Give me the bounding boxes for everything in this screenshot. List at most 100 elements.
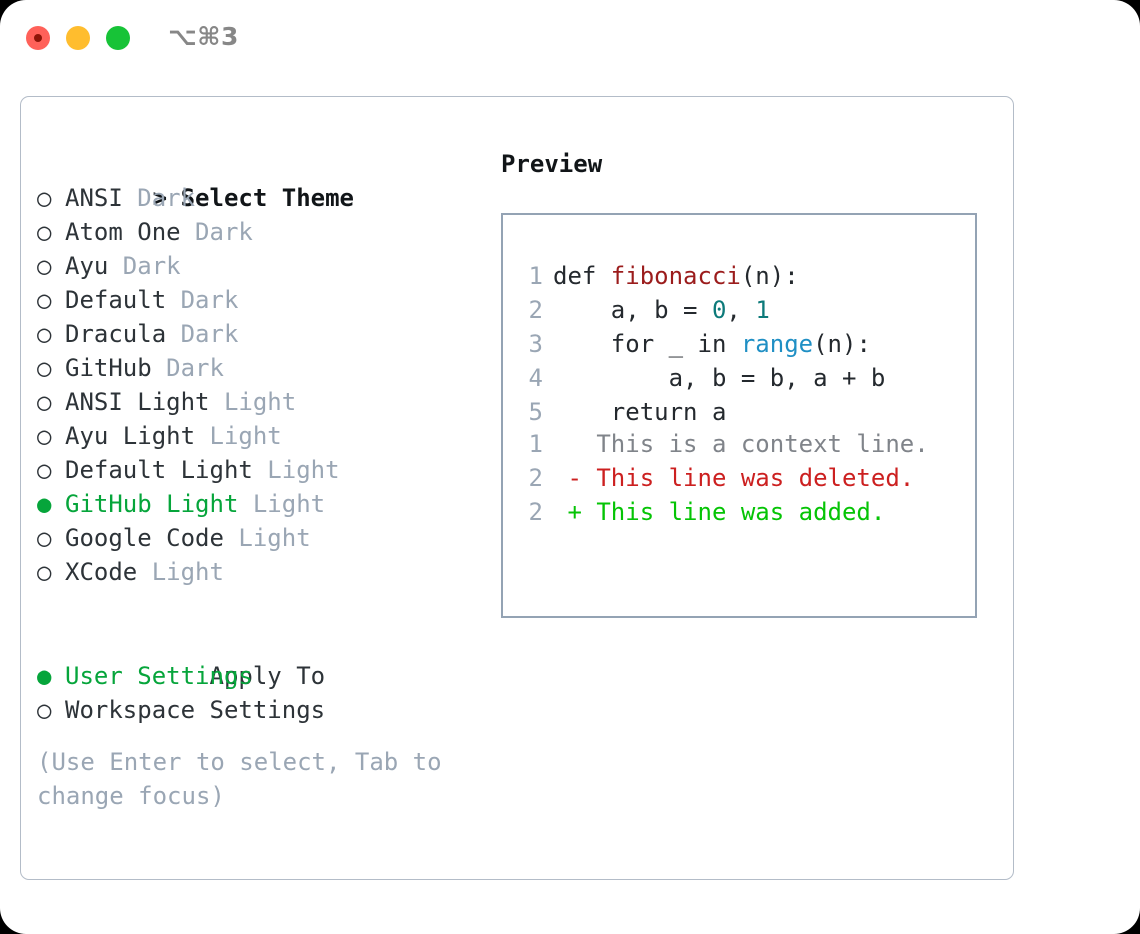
radio-unselected-icon: ○: [37, 252, 52, 280]
preview-heading: Preview: [501, 150, 603, 178]
theme-option-category: Light: [238, 490, 326, 518]
diff-line-text: - This line was deleted.: [553, 464, 915, 492]
code-line-number: 5: [528, 398, 543, 426]
theme-option-name: Default: [65, 286, 167, 314]
theme-option-category: Dark: [151, 354, 224, 382]
apply-to-heading-label: Apply To: [209, 662, 326, 690]
theme-option-dracula[interactable]: ○ Dracula Dark: [37, 317, 477, 351]
apply-to-option-name: Workspace Settings: [65, 696, 326, 724]
code-token-fn: fibonacci: [610, 262, 741, 290]
code-token-num: 1: [755, 296, 770, 324]
theme-option-name: ANSI: [65, 184, 123, 212]
theme-option-ayu-light[interactable]: ○ Ayu Light Light: [37, 419, 477, 453]
code-line: 5 return a: [521, 395, 965, 429]
radio-unselected-icon: ○: [37, 320, 52, 348]
theme-option-category: Dark: [108, 252, 181, 280]
radio-selected-icon: ●: [37, 662, 52, 690]
diff-line-number: 1: [528, 430, 543, 458]
apply-to-option-name: User Settings: [65, 662, 253, 690]
code-line-number: 1: [528, 262, 543, 290]
theme-option-category: Dark: [166, 286, 239, 314]
radio-unselected-icon: ○: [37, 696, 52, 724]
diff-line-added: 2 + This line was added.: [521, 495, 965, 529]
diff-line-context: 1 This is a context line.: [521, 427, 965, 461]
radio-unselected-icon: ○: [37, 286, 52, 314]
code-line: 1 def fibonacci(n):: [521, 259, 965, 293]
theme-option-list[interactable]: ○ ANSI Dark ○ Atom One Dark ○ Ayu Dark ○ Defaul…: [37, 181, 477, 589]
apply-to-option-list[interactable]: ● User Settings ○ Workspace Settings: [37, 659, 477, 727]
theme-option-name: Ayu Light: [65, 422, 196, 450]
radio-unselected-icon: ○: [37, 456, 52, 484]
theme-list-column: >Select Theme ○ANSI Dark○Atom One Dark○A…: [37, 147, 477, 727]
theme-option-name: Google Code: [65, 524, 224, 552]
theme-option-name: Default Light: [65, 456, 253, 484]
code-token-num: 0: [711, 296, 727, 324]
apply-to-option-user-settings[interactable]: ● User Settings: [37, 659, 477, 693]
code-token-plain: for _ in: [553, 330, 741, 358]
radio-unselected-icon: ○: [37, 422, 52, 450]
select-theme-heading-label: Select Theme: [180, 184, 354, 212]
code-line: 3 for _ in range(n):: [521, 327, 965, 361]
code-token-plain: (n):: [813, 330, 871, 358]
theme-option-name: ANSI Light: [65, 388, 210, 416]
radio-unselected-icon: ○: [37, 354, 52, 382]
theme-option-github[interactable]: ○ GitHub Dark: [37, 351, 477, 385]
theme-option-name: Ayu: [65, 252, 109, 280]
code-token-plain: def: [553, 262, 611, 290]
radio-unselected-icon: ○: [37, 558, 52, 586]
code-line: 2 a, b = 0, 1: [521, 293, 965, 327]
diff-line-deleted: 2 - This line was deleted.: [521, 461, 965, 495]
code-line-number: 3: [528, 330, 543, 358]
keyboard-hint-text: (Use Enter to select, Tab to change focu…: [37, 748, 457, 810]
theme-option-atom-one[interactable]: ○ Atom One Dark: [37, 215, 477, 249]
theme-option-name: Dracula: [65, 320, 167, 348]
close-window-button[interactable]: [26, 26, 50, 50]
theme-option-category: Light: [137, 558, 224, 586]
theme-option-category: Light: [195, 422, 282, 450]
code-line-number: 2: [528, 296, 543, 324]
select-theme-heading: > Select Theme: [37, 147, 477, 212]
theme-option-xcode[interactable]: ○ XCode Light: [37, 555, 477, 589]
theme-option-name: Atom One: [65, 218, 181, 246]
theme-option-category: Light: [223, 524, 311, 552]
focus-caret-icon: >: [152, 184, 168, 212]
diff-line-number: 2: [528, 498, 543, 526]
code-token-plain: a, b =: [553, 296, 712, 324]
theme-selector-panel: >Select Theme ○ANSI Dark○Atom One Dark○A…: [20, 96, 1014, 880]
code-token-plain: ,: [726, 296, 756, 324]
code-token-plain: a, b = b, a + b: [553, 364, 886, 392]
radio-unselected-icon: ○: [37, 524, 52, 552]
theme-option-name: GitHub Light: [65, 490, 239, 518]
apply-to-option-workspace-settings[interactable]: ○ Workspace Settings: [37, 693, 477, 727]
theme-option-name: XCode: [65, 558, 138, 586]
radio-unselected-icon: ○: [37, 184, 52, 212]
radio-unselected-icon: ○: [37, 388, 52, 416]
theme-option-ayu[interactable]: ○ Ayu Dark: [37, 249, 477, 283]
minimize-window-button[interactable]: [66, 26, 90, 50]
title-bar: ⌥⌘3: [0, 0, 1140, 76]
theme-option-default-light[interactable]: ○ Default Light Light: [37, 453, 477, 487]
theme-option-github-light[interactable]: ●GitHub Light Light: [37, 487, 477, 521]
theme-option-name: GitHub: [65, 354, 152, 382]
theme-option-category: Dark: [122, 184, 196, 212]
theme-option-category: Light: [252, 456, 340, 484]
code-token-plain: return a: [553, 398, 727, 426]
maximize-window-button[interactable]: [106, 26, 130, 50]
radio-unselected-icon: ○: [37, 218, 52, 246]
theme-option-category: Dark: [166, 320, 239, 348]
apply-to-group: Apply To ● User Settings ○ Workspace Settin…: [37, 625, 477, 727]
code-line-number: 4: [528, 364, 543, 392]
theme-option-ansi-light[interactable]: ○ ANSI Light Light: [37, 385, 477, 419]
theme-option-default[interactable]: ○ Default Dark: [37, 283, 477, 317]
theme-option-google-code[interactable]: ○ Google Code Light: [37, 521, 477, 555]
theme-option-ansi[interactable]: ○ ANSI Dark: [37, 181, 477, 215]
code-token-plain: (n):: [740, 262, 799, 290]
apply-to-heading: Apply To: [37, 625, 477, 690]
theme-option-category: Light: [209, 388, 297, 416]
theme-option-category: Dark: [180, 218, 253, 246]
code-token-bi: range: [740, 330, 814, 358]
